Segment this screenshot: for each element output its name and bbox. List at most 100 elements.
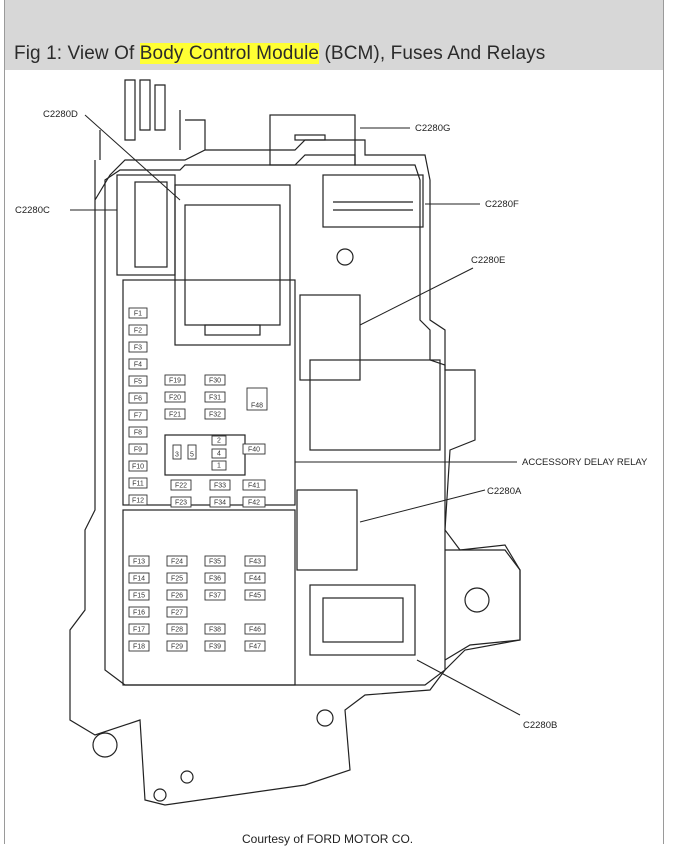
fuse-f29: F29 — [166, 640, 188, 652]
fuse-f6: F6 — [128, 392, 148, 404]
fuse-label: F39 — [209, 644, 221, 651]
fuse-label: F29 — [171, 644, 183, 651]
fuse-label: F21 — [169, 412, 181, 419]
fuse-label: F27 — [171, 610, 183, 617]
fuse-label: F10 — [132, 464, 144, 471]
fuse-label: F30 — [209, 378, 221, 385]
fuse-f14: F14 — [128, 572, 150, 584]
fuse-label: F34 — [214, 500, 226, 507]
callout-c2280f: C2280F — [485, 199, 519, 210]
fuse-label: F24 — [171, 559, 183, 566]
fuse-label: F19 — [169, 378, 181, 385]
fuse-label: F14 — [133, 576, 145, 583]
fuse-f36: F36 — [204, 572, 226, 584]
fuse-label: F36 — [209, 576, 221, 583]
fuse-panel: F1F2F3F4F5F6F7F8F9F10F11F12F19F20F21F22F… — [128, 307, 268, 652]
fuse-f23: F23 — [170, 496, 192, 508]
fuse-f5: F5 — [128, 375, 148, 387]
fuse-f39: F39 — [204, 640, 226, 652]
fuse-label: F26 — [171, 593, 183, 600]
fuse-label: F48 — [251, 403, 263, 410]
fuse-label: 2 — [217, 438, 221, 445]
fuse-label: 4 — [217, 451, 221, 458]
fuse-f31: F31 — [204, 391, 226, 403]
fuse-label: F32 — [209, 412, 221, 419]
title-highlight: Body Control Module — [139, 43, 320, 64]
fuse-f48: F48 — [246, 387, 268, 411]
callout-c2280a: C2280A — [487, 486, 522, 497]
callout-c2280d: C2280D — [43, 109, 78, 120]
fuse-label: F12 — [132, 498, 144, 505]
fuse-f7: F7 — [128, 409, 148, 421]
fuse-f12: F12 — [128, 494, 148, 506]
fuse-f22: F22 — [170, 479, 192, 491]
callout-c2280g: C2280G — [415, 123, 450, 134]
fuse-label: 5 — [190, 452, 194, 459]
fuse-label: F25 — [171, 576, 183, 583]
fuse-label: F37 — [209, 593, 221, 600]
fuse-2: 2 — [211, 435, 227, 446]
fuse-f8: F8 — [128, 426, 148, 438]
figure-title: Fig 1: View Of Body Control Module (BCM)… — [14, 43, 545, 65]
fuse-label: F45 — [249, 593, 261, 600]
fuse-f19: F19 — [164, 374, 186, 386]
figure-frame — [4, 0, 664, 844]
fuse-label: F40 — [248, 447, 260, 454]
fuse-label: F28 — [171, 627, 183, 634]
fuse-label: F35 — [209, 559, 221, 566]
callout-c2280b: C2280B — [523, 720, 557, 731]
fuse-label: F9 — [134, 447, 142, 454]
callout-accessory-delay-relay: ACCESSORY DELAY RELAY — [522, 457, 648, 468]
callout-c2280c: C2280C — [15, 205, 50, 216]
fuse-label: F42 — [248, 500, 260, 507]
fuse-4: 4 — [211, 448, 227, 459]
fuse-f40: F40 — [242, 443, 266, 455]
fuse-1: 1 — [211, 460, 227, 471]
fuse-label: F22 — [175, 483, 187, 490]
fuse-f11: F11 — [128, 477, 148, 489]
fuse-f24: F24 — [166, 555, 188, 567]
fuse-label: F7 — [134, 413, 142, 420]
fuse-f34: F34 — [209, 496, 231, 508]
fuse-label: F33 — [214, 483, 226, 490]
fuse-f17: F17 — [128, 623, 150, 635]
fuse-label: F43 — [249, 559, 261, 566]
fuse-label: F47 — [249, 644, 261, 651]
housing-outline — [69, 79, 521, 806]
fuse-f18: F18 — [128, 640, 150, 652]
fuse-label: F18 — [133, 644, 145, 651]
fuse-f10: F10 — [128, 460, 148, 472]
fuse-f1: F1 — [128, 307, 148, 319]
fuse-f43: F43 — [244, 555, 266, 567]
bcm-diagram: F1F2F3F4F5F6F7F8F9F10F11F12F19F20F21F22F… — [15, 79, 648, 806]
fuse-label: F15 — [133, 593, 145, 600]
fuse-label: F3 — [134, 345, 142, 352]
fuse-f37: F37 — [204, 589, 226, 601]
callout-c2280e: C2280E — [471, 255, 505, 266]
fuse-3: 3 — [172, 444, 182, 460]
leader-lines — [70, 114, 521, 716]
fuse-f2: F2 — [128, 324, 148, 336]
figure-credit: Courtesy of FORD MOTOR CO. — [242, 832, 414, 846]
fuse-label: F20 — [169, 395, 181, 402]
fuse-f13: F13 — [128, 555, 150, 567]
fuse-label: F1 — [134, 311, 142, 318]
fuse-label: F23 — [175, 500, 187, 507]
fuse-f9: F9 — [128, 443, 148, 455]
fuse-f32: F32 — [204, 408, 226, 420]
fuse-f16: F16 — [128, 606, 150, 618]
fuse-f20: F20 — [164, 391, 186, 403]
fuse-label: F6 — [134, 396, 142, 403]
fuse-label: F16 — [133, 610, 145, 617]
fuse-f47: F47 — [244, 640, 266, 652]
fuse-f42: F42 — [242, 496, 266, 508]
fuse-label: F5 — [134, 379, 142, 386]
fuse-f38: F38 — [204, 623, 226, 635]
fuse-label: F4 — [134, 362, 142, 369]
fuse-f4: F4 — [128, 358, 148, 370]
fuse-label: F2 — [134, 328, 142, 335]
title-suffix: (BCM), Fuses And Relays — [319, 43, 546, 64]
fuse-f41: F41 — [242, 479, 266, 491]
fuse-label: F44 — [249, 576, 261, 583]
fuse-f27: F27 — [166, 606, 188, 618]
